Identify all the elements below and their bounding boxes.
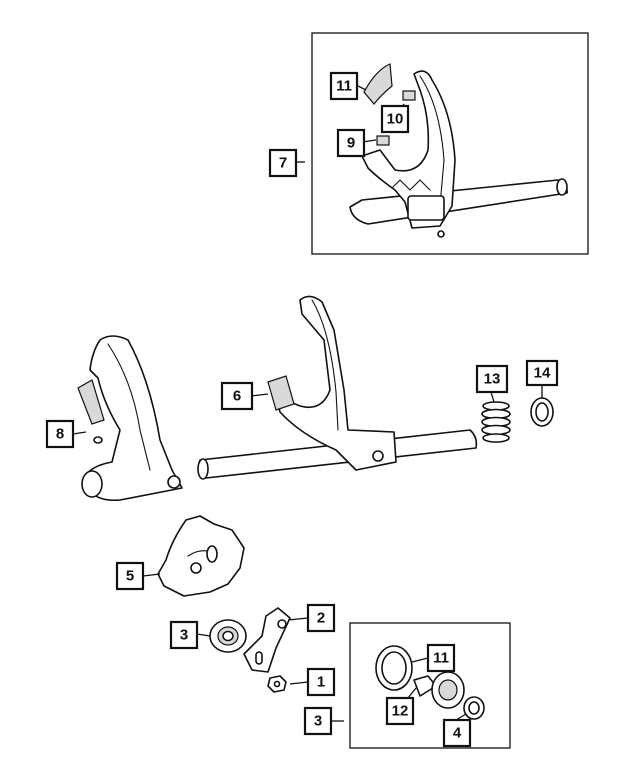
pad-11-upper [402, 90, 416, 101]
pad-12 [363, 63, 393, 105]
spring-13 [481, 401, 511, 443]
shift-fork-assembly-detail [349, 63, 568, 238]
detail-frame-9 [311, 32, 589, 255]
callout-6-text: 11 [433, 650, 449, 667]
detail-frame-3 [349, 622, 511, 749]
main-shift-rail-assembly [77, 295, 478, 502]
callout-11-upper: 10 [380, 104, 410, 134]
callout-5-text: 12 [392, 703, 409, 720]
callout-1: 1 [306, 667, 336, 697]
callout-1-text: 1 [317, 674, 325, 691]
callout-2-text: 2 [317, 610, 325, 627]
callout-14: 14 [525, 359, 559, 387]
nut-1 [267, 675, 287, 693]
bushing-3-left [209, 619, 247, 653]
callout-10: 6 [220, 381, 254, 411]
callout-13: 13 [475, 364, 509, 394]
callout-labels: 7 11 10 9 8 6 13 14 5 3 2 1 3 11 12 4 [45, 71, 559, 748]
callout-6: 11 [426, 643, 456, 673]
callout-9: 7 [268, 148, 298, 178]
callout-10-text: 6 [233, 388, 241, 405]
callout-3-right-text: 3 [314, 713, 322, 730]
callout-11-lower-text: 9 [347, 135, 355, 152]
seal-kit-detail [375, 645, 485, 720]
callout-3-left-text: 3 [180, 627, 188, 644]
callout-5: 12 [385, 696, 415, 726]
callout-3-left: 3 [169, 620, 199, 650]
callout-14-text: 14 [534, 365, 551, 382]
callout-12-text: 11 [336, 78, 352, 95]
callout-7: 5 [115, 561, 145, 591]
callout-4-text: 4 [453, 725, 462, 742]
callout-3-right: 3 [303, 706, 333, 736]
callout-8-text: 8 [56, 426, 64, 443]
pad-11-lower [376, 135, 390, 146]
callout-11-upper-text: 10 [387, 111, 404, 128]
callout-4: 4 [442, 718, 472, 748]
callout-9-text: 7 [279, 155, 287, 172]
callout-12: 11 [329, 71, 359, 101]
callout-8: 8 [45, 419, 75, 449]
callout-2: 2 [306, 603, 336, 633]
bracket-2 [243, 607, 291, 673]
callout-11-lower: 9 [336, 128, 366, 158]
washer-14 [530, 397, 554, 427]
callout-13-text: 13 [484, 371, 501, 388]
interlock-plate-7 [157, 515, 245, 597]
callout-7-text: 5 [126, 568, 134, 585]
